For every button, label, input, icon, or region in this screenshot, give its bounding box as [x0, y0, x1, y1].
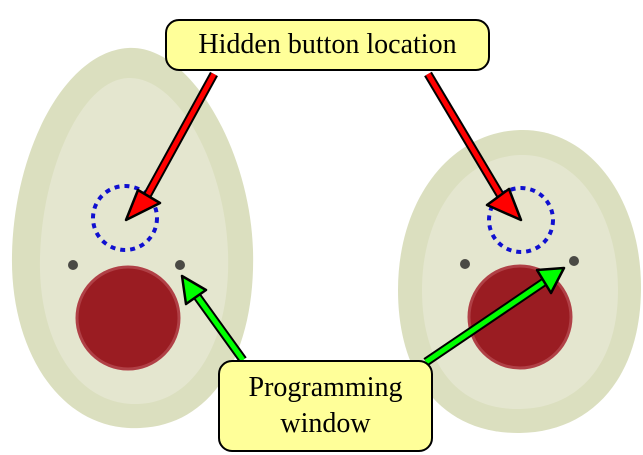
arrow-programming-right	[423, 266, 566, 366]
programming-window-label-line2: window	[280, 408, 371, 439]
right-hidden-button-marker-icon	[487, 186, 555, 254]
arrow-programming-left	[180, 274, 247, 363]
arrow-hidden-left	[124, 71, 218, 222]
right-programming-window-dot-left-icon	[460, 259, 470, 269]
hidden-button-callout: Hidden button location	[165, 19, 490, 71]
left-programming-window-dot-left-icon	[68, 260, 78, 270]
left-hidden-button-marker-icon	[91, 184, 159, 252]
right-red-button	[467, 264, 573, 370]
left-red-button	[75, 265, 181, 371]
arrow-hidden-right	[424, 71, 523, 222]
programming-window-label-line1: Programming	[248, 372, 403, 403]
right-device	[398, 129, 642, 434]
right-programming-window-dot-right-icon	[569, 256, 579, 266]
left-programming-window-dot-right-icon	[175, 260, 185, 270]
left-device	[11, 47, 254, 429]
programming-window-callout: Programming window	[218, 360, 433, 452]
